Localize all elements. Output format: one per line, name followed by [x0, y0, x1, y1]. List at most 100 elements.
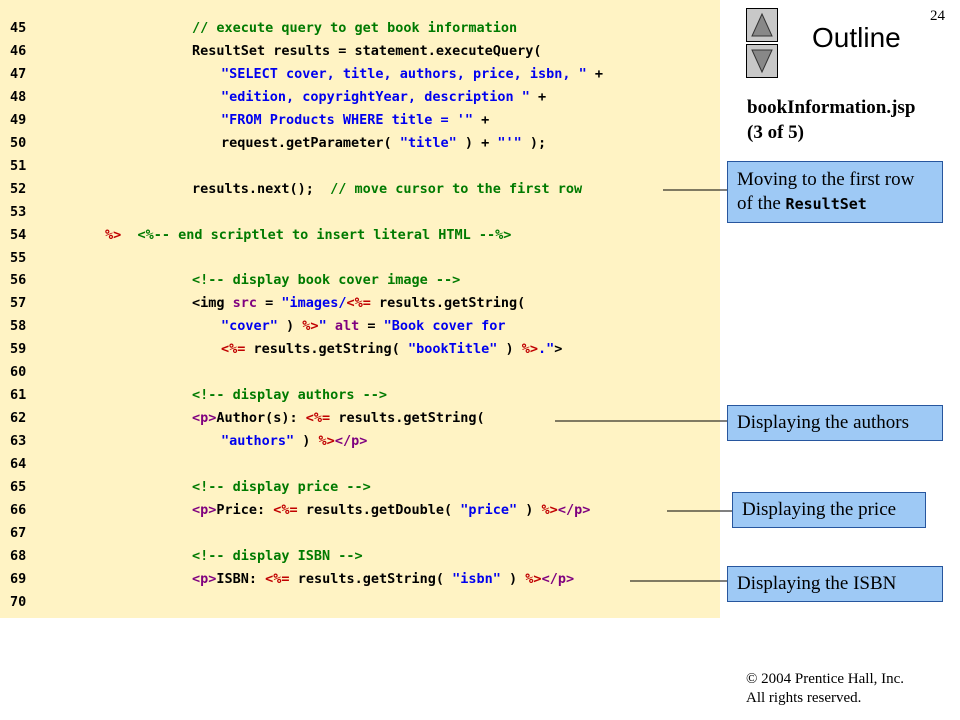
code-line: 60 — [0, 361, 720, 384]
code-token: "'" — [497, 134, 522, 151]
code-token: Price: — [216, 501, 274, 518]
line-number: 61 — [10, 387, 27, 404]
code-token: <%= — [346, 295, 371, 312]
code-text: request.getParameter( "title" ) + "'" ); — [221, 132, 546, 155]
code-line: 53 — [0, 201, 720, 224]
code-listing: 45 // execute query to get book informati… — [0, 0, 720, 618]
line-number: 65 — [10, 479, 27, 495]
page-indicator: (3 of 5) — [747, 122, 804, 143]
copyright-notice: © 2004 Prentice Hall, Inc. All rights re… — [746, 670, 904, 708]
code-text: <!-- display authors --> — [192, 384, 387, 407]
outline-label: Outline — [812, 22, 901, 53]
code-token: ) + — [456, 134, 498, 151]
callout-price: Displaying the price — [732, 492, 926, 528]
code-line: 66<p>Price: <%= results.getDouble( "pric… — [0, 499, 720, 522]
code-text: "cover" ) %>" alt = "Book cover for — [221, 315, 506, 338]
code-token: <!-- display price --> — [192, 479, 371, 495]
code-line: 47 "SELECT cover, title, authors, price, … — [0, 63, 720, 86]
code-token: ISBN: — [216, 570, 266, 587]
code-token: ) — [517, 501, 542, 518]
code-token: %> — [541, 501, 558, 518]
code-text: "SELECT cover, title, authors, price, is… — [221, 63, 603, 86]
code-token: <!-- display book cover image --> — [192, 272, 461, 289]
code-token: <img — [192, 295, 233, 312]
code-token: "cover" — [221, 318, 278, 335]
code-token: <%= — [221, 341, 246, 358]
code-token: %> — [318, 433, 335, 450]
code-text: // execute query to get book information — [192, 17, 517, 40]
line-number: 64 — [10, 456, 27, 473]
code-text: ResultSet results = statement.executeQue… — [192, 40, 542, 63]
copyright-line1: © 2004 Prentice Hall, Inc. — [746, 671, 905, 687]
code-token: %> — [525, 570, 542, 587]
line-number: 70 — [10, 593, 27, 610]
code-token: ) — [294, 433, 319, 450]
code-token: </p> — [557, 501, 591, 518]
code-line: 65 <!-- display price --> — [0, 476, 720, 499]
line-number: 53 — [10, 203, 27, 220]
code-text: <p>Price: <%= results.getDouble( "price"… — [192, 499, 590, 522]
code-token: <p> — [192, 501, 217, 518]
code-text: "edition, copyrightYear, description " + — [221, 86, 546, 109]
triangle-up-icon — [751, 12, 773, 37]
code-text: <img src = "images/<%= results.getString… — [192, 292, 525, 315]
code-line: 55 — [0, 247, 720, 270]
code-token: results.getString( — [289, 570, 453, 587]
code-token: "isbn" — [452, 570, 501, 587]
code-token: request.getParameter( — [221, 134, 400, 151]
code-line: 51 — [0, 155, 720, 178]
line-number: 68 — [10, 547, 27, 564]
line-number: 47 — [10, 65, 27, 82]
line-number: 56 — [10, 272, 27, 289]
callout-isbn: Displaying the ISBN — [727, 566, 943, 602]
code-token: "edition, copyrightYear, description " — [221, 88, 530, 105]
code-line: 54%> <%-- end scriptlet to insert litera… — [0, 224, 720, 247]
triangle-down-icon — [751, 49, 773, 74]
line-number: 49 — [10, 111, 27, 128]
code-text: <!-- display price --> — [192, 476, 371, 499]
code-token: <p> — [192, 410, 217, 427]
code-token: "images/ — [281, 295, 347, 312]
code-text: <%= results.getString( "bookTitle" ) %>.… — [221, 338, 562, 361]
code-token: Author(s): — [216, 410, 306, 427]
code-token: "FROM Products WHERE title = '" — [221, 111, 473, 128]
code-token: results.getString( — [330, 410, 485, 427]
code-text: results.next(); // move cursor to the fi… — [192, 178, 582, 201]
line-number: 67 — [10, 524, 27, 541]
line-number: 52 — [10, 180, 27, 197]
code-line: 70 — [0, 591, 720, 614]
previous-slide-button[interactable] — [746, 8, 778, 42]
code-token: ResultSet results = statement.executeQue… — [192, 42, 542, 59]
code-token: ) — [277, 318, 303, 335]
code-text: "authors" ) %></p> — [221, 430, 367, 453]
code-token: ." — [538, 341, 555, 358]
code-token: results.getString( — [370, 295, 526, 312]
line-number: 58 — [10, 318, 27, 335]
code-token: "Book cover for — [383, 318, 506, 335]
code-token: ) — [500, 570, 526, 587]
code-token: <%= — [273, 501, 298, 518]
code-token: + — [472, 111, 490, 128]
line-number: 54 — [10, 226, 27, 243]
code-token: <%= — [305, 410, 331, 427]
code-line: 49 "FROM Products WHERE title = '" + — [0, 109, 720, 132]
code-token: alt — [326, 318, 360, 335]
line-number: 45 — [10, 20, 27, 36]
line-number: 48 — [10, 88, 27, 105]
callout-first-row-text: Moving to the first row of the — [737, 169, 915, 214]
callout-first-row: Moving to the first row of the ResultSet — [727, 161, 943, 223]
code-token: " — [318, 318, 327, 335]
code-token: <!-- display authors --> — [192, 387, 388, 404]
code-text: "FROM Products WHERE title = '" + — [221, 109, 489, 132]
line-number: 62 — [10, 410, 27, 427]
code-token: </p> — [541, 570, 575, 587]
code-token: + — [529, 88, 547, 105]
code-line: 61 <!-- display authors --> — [0, 384, 720, 407]
code-token: results.next(); — [192, 180, 331, 197]
next-slide-button[interactable] — [746, 44, 778, 78]
callout-first-row-code: ResultSet — [785, 195, 867, 213]
code-token: <%= — [265, 570, 290, 587]
file-name: bookInformation.jsp — [747, 97, 916, 118]
